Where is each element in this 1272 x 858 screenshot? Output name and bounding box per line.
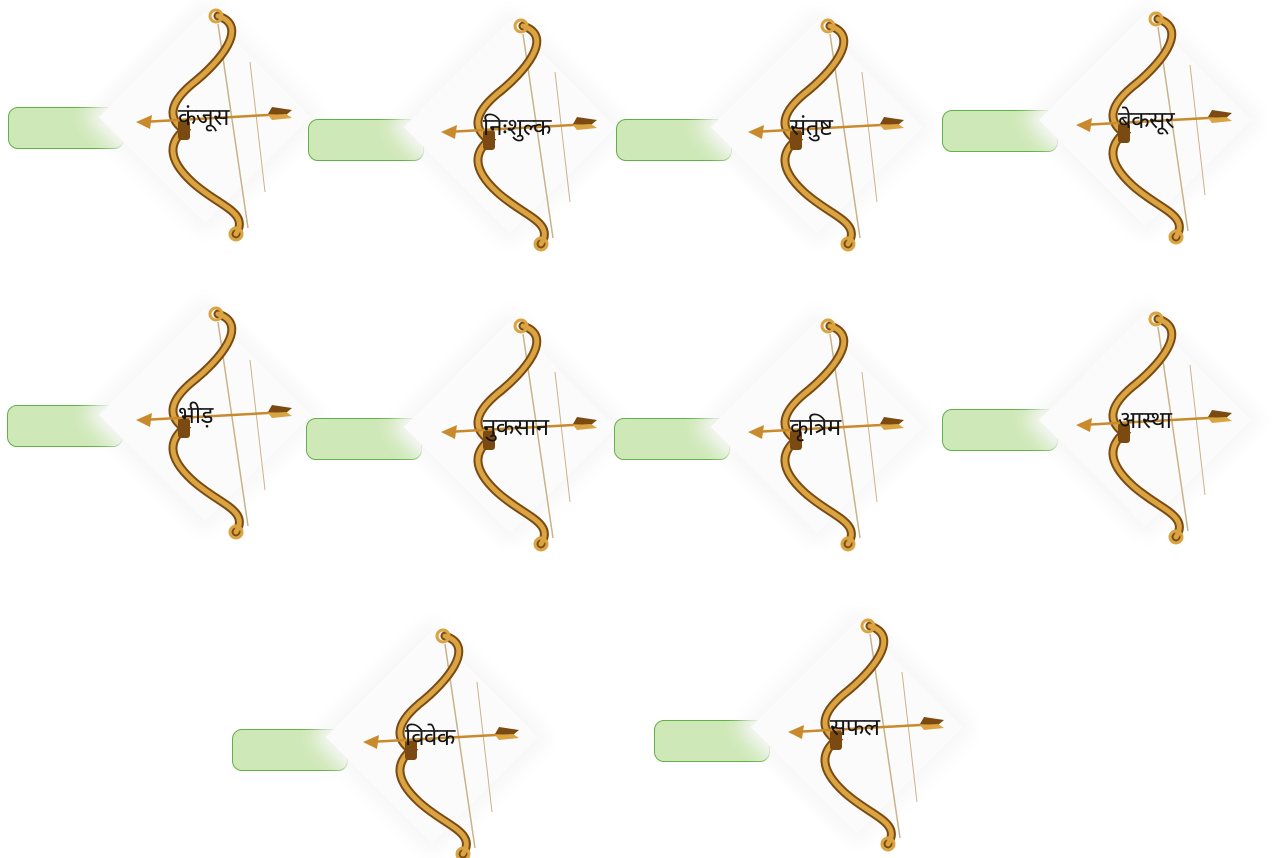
bow-and-arrow-icon [441,18,597,252]
bow-and-arrow-icon [363,628,519,858]
answer-box-4[interactable] [942,110,1058,152]
bow-item-7: कृत्रिम [710,312,932,552]
bow-word-10: सफल [830,713,880,741]
bow-item-3: संतुष्ट [710,12,932,252]
bow-word-4: बेकसूर [1118,106,1175,134]
bow-and-arrow-icon [748,318,904,552]
bow-item-2: निःशुल्क [403,12,625,252]
bow-word-7: कृत्रिम [790,413,841,441]
answer-box-10[interactable] [654,720,770,762]
bow-and-arrow-icon [136,306,292,540]
bow-and-arrow-icon [1076,11,1232,245]
bow-word-3: संतुष्ट [790,113,833,141]
bow-and-arrow-icon [788,618,944,852]
bow-word-9: विवेक [405,723,455,751]
bow-and-arrow-icon [136,8,292,242]
bow-item-5: भीड़ [98,300,320,540]
bow-and-arrow-icon [1076,311,1232,545]
bow-word-1: कंजूस [178,103,229,131]
bow-and-arrow-icon [748,18,904,252]
bow-word-5: भीड़ [178,401,213,429]
bow-and-arrow-icon [441,318,597,552]
bow-item-4: बेकसूर [1038,5,1260,245]
bow-item-10: सफल [750,612,972,852]
bow-item-6: नुकसान [403,312,625,552]
bow-word-2: निःशुल्क [483,113,551,141]
bow-word-6: नुकसान [483,413,549,441]
answer-box-8[interactable] [942,409,1058,451]
bow-item-1: कंजूस [98,2,320,242]
bow-word-8: आस्था [1118,406,1172,434]
bow-item-9: विवेक [325,622,547,858]
bow-item-8: आस्था [1038,305,1260,545]
